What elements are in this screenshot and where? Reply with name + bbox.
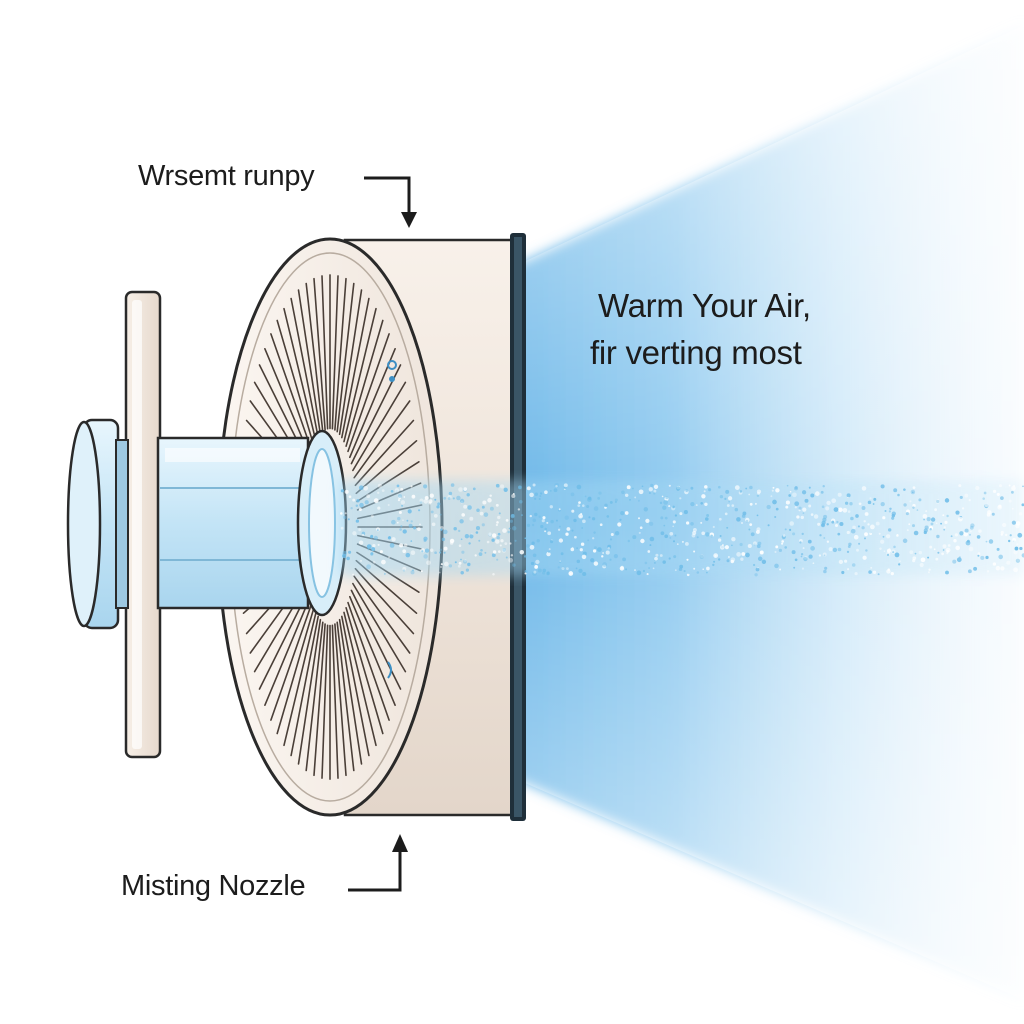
arrow-down-icon: [364, 176, 417, 228]
mounting-plate: [124, 290, 162, 759]
caption-line-2: fir verting most: [590, 334, 802, 371]
misting-nozzle-label: Misting Nozzle: [121, 870, 306, 902]
caption-line-1: Warm Your Air,: [598, 287, 811, 324]
arrow-up-icon: [348, 834, 408, 892]
top-callout-label: Wrsemt runpy: [138, 160, 315, 192]
fan-housing: [216, 233, 526, 821]
droplet-icon: [387, 360, 397, 679]
misting-nozzle: [66, 418, 348, 630]
spray-mist: [340, 480, 1024, 577]
